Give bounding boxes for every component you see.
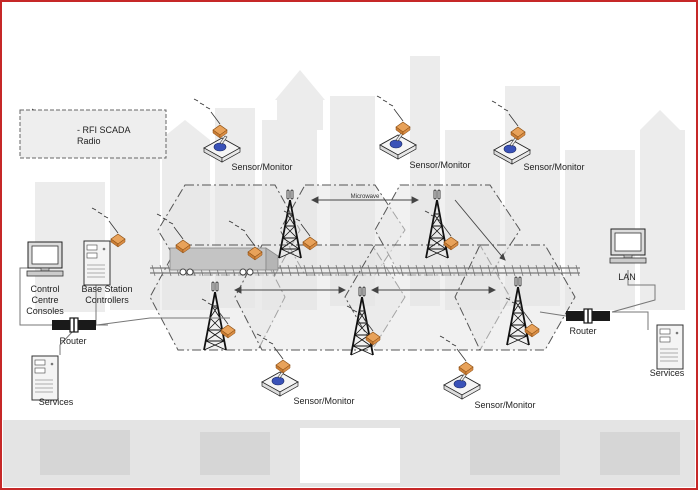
railway-tie (319, 264, 324, 277)
railway-tie (391, 264, 396, 277)
router-label-right: Router (569, 326, 596, 336)
services-label-right: Services (650, 368, 685, 378)
railway-tie (287, 264, 292, 277)
legend-subtitle: Radio (77, 136, 101, 146)
railway-tie (535, 264, 540, 277)
sensor-monitor-label: Sensor/Monitor (523, 162, 584, 172)
railway-tie (279, 264, 284, 277)
railway-tie (351, 264, 356, 277)
railway-tie (423, 264, 428, 277)
railway-tie (343, 264, 348, 277)
railway-tie (303, 264, 308, 277)
services-label-left: Services (39, 397, 74, 407)
railway-tie (575, 264, 580, 277)
railway-tie (567, 264, 572, 277)
microwave-links (233, 196, 506, 294)
railway-tie (311, 264, 316, 277)
railway-tie (511, 264, 516, 277)
railway-tie (495, 264, 500, 277)
sensor-monitor-label: Sensor/Monitor (409, 160, 470, 170)
railway-tie (447, 264, 452, 277)
railway-tie (399, 264, 404, 277)
railway-tie (487, 264, 492, 277)
control-centre-label-line2: Centre (31, 295, 58, 305)
railway-tie (335, 264, 340, 277)
railway-tie (439, 264, 444, 277)
railway-tie (295, 264, 300, 277)
legend: - RFI SCADA Radio (19, 109, 167, 159)
railway-tie (519, 264, 524, 277)
railway-tie (479, 264, 484, 277)
railway-tie (359, 264, 364, 277)
legend-title: - RFI SCADA (77, 125, 131, 135)
control-centre-label-line3: Consoles (26, 306, 64, 316)
base-station-label-line2: Controllers (85, 295, 129, 305)
railway-tie (407, 264, 412, 277)
railway-tie (503, 264, 508, 277)
sensor-monitor-label: Sensor/Monitor (474, 400, 535, 410)
railway-tie (367, 264, 372, 277)
lan-label: LAN (618, 272, 636, 282)
railway-tie (543, 264, 548, 277)
railway-tie (431, 264, 436, 277)
railway-tie (415, 264, 420, 277)
railway-tie (159, 264, 164, 277)
railway-tie (527, 264, 532, 277)
sensor-monitor-label: Sensor/Monitor (231, 162, 292, 172)
sensor-monitor-label: Sensor/Monitor (293, 396, 354, 406)
railway-tie (455, 264, 460, 277)
right-network (539, 270, 656, 330)
railway-tie (383, 264, 388, 277)
microwave-label: Microwave (351, 194, 380, 200)
control-centre-label-line1: Control (30, 284, 59, 294)
railway-tie (151, 264, 156, 277)
railway-tie (327, 264, 332, 277)
railway-tie (375, 264, 380, 277)
railway-tie (463, 264, 468, 277)
railway-tie (471, 264, 476, 277)
router-label-left: Router (59, 336, 86, 346)
railway-tie (551, 264, 556, 277)
base-station-label-line1: Base Station (81, 284, 132, 294)
railway-tie (167, 264, 172, 277)
railway-tie (559, 264, 564, 277)
vehicle-icon (169, 247, 279, 276)
